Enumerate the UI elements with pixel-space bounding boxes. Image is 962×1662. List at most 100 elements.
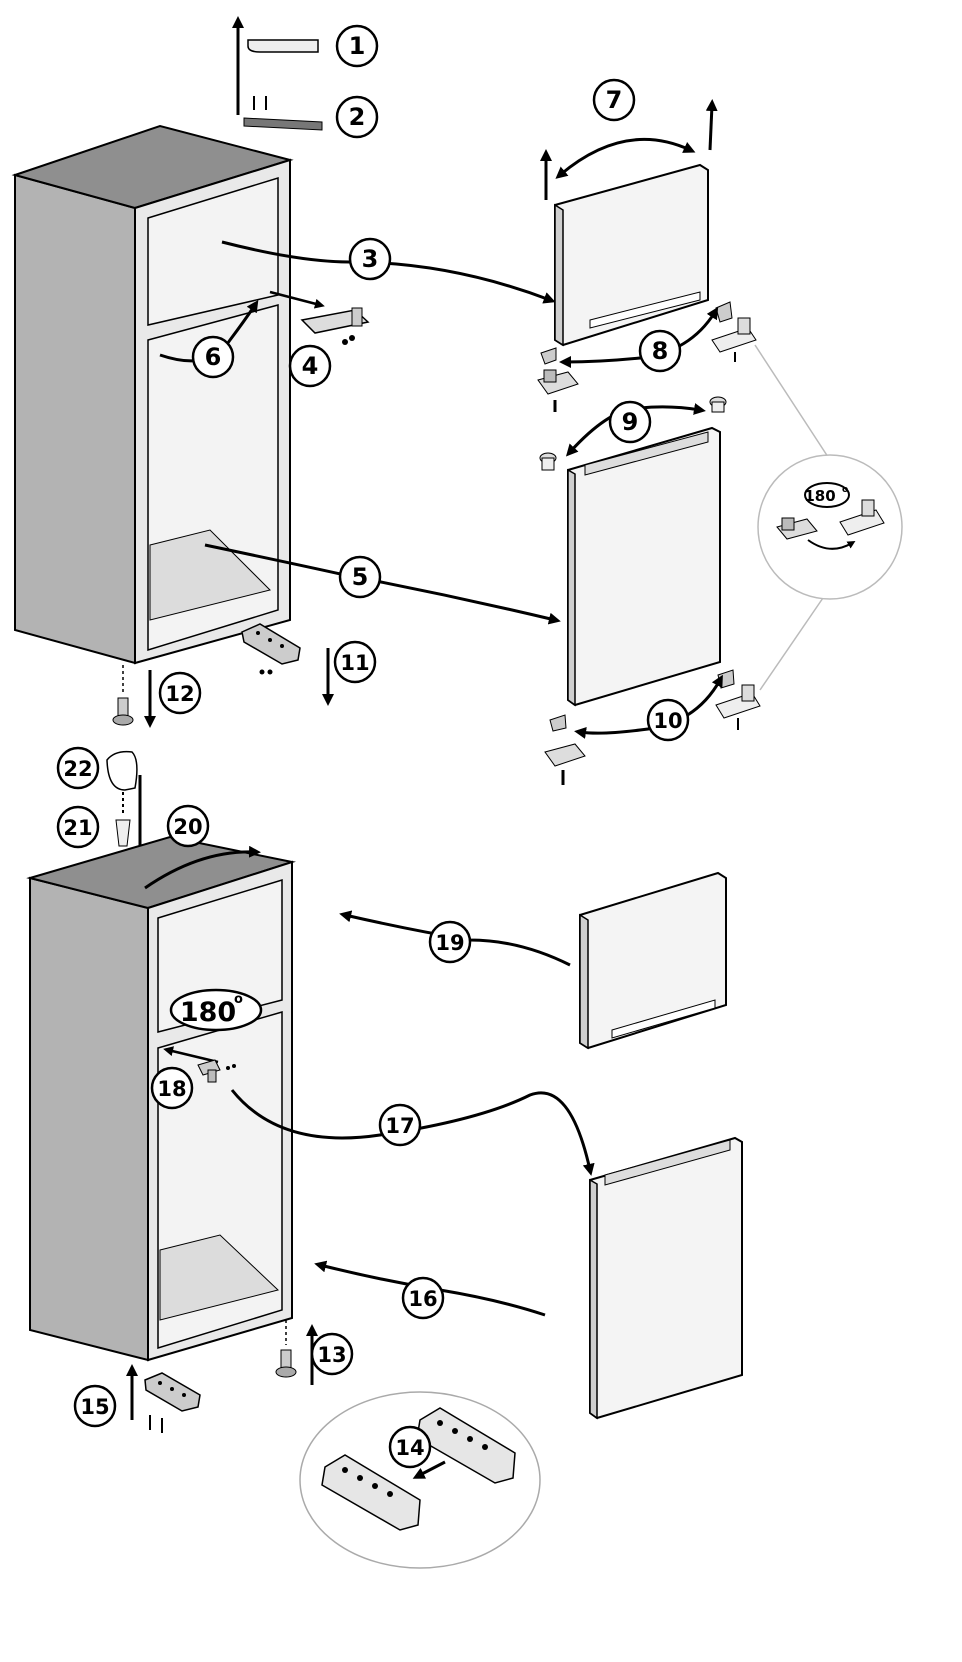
callout-circle	[592, 78, 636, 122]
callout-label: 22	[63, 757, 92, 781]
upper-fridge-side	[14, 173, 136, 665]
arrow-6	[159, 300, 259, 363]
lower-fridge-shelf	[159, 1234, 280, 1321]
callout-circle	[338, 555, 382, 599]
callout-18: 18	[150, 1066, 194, 1110]
callout-label: 13	[317, 1343, 346, 1367]
callout-circle	[288, 344, 332, 388]
callout-label: 2	[349, 103, 366, 131]
callout-circle	[73, 1384, 117, 1428]
callout-3: 3	[348, 237, 392, 281]
callout-circle	[56, 746, 100, 790]
door-stop-parts-8	[537, 301, 757, 412]
rotation-degree-lower: o	[234, 992, 243, 1007]
arrow-20	[144, 845, 261, 890]
callout-circle	[428, 920, 472, 964]
middle-hinge-lower	[197, 1059, 236, 1083]
freezer-door-upper	[554, 163, 709, 347]
callout-21: 21	[56, 805, 100, 849]
arrow-7-swap	[555, 137, 696, 179]
rotation-badge-lower	[169, 988, 263, 1032]
callout-22: 22	[56, 746, 100, 790]
freezer-door-lower	[579, 871, 727, 1050]
callout-label: 17	[385, 1114, 414, 1138]
callout-circle	[388, 1425, 432, 1469]
callout-7: 7	[592, 78, 636, 122]
fridge-door-upper	[567, 426, 721, 707]
callout-circle	[333, 640, 377, 684]
callout-16: 16	[401, 1276, 445, 1320]
callout-label: 19	[435, 931, 464, 955]
callout-label: 18	[157, 1077, 186, 1101]
callout-label: 10	[653, 709, 682, 733]
rotation-label-lower: 180	[180, 997, 236, 1028]
callout-label: 6	[205, 343, 222, 371]
callout-10: 10	[646, 698, 690, 742]
callout-circle	[335, 95, 379, 139]
arrow-17	[230, 1089, 595, 1176]
callout-circle	[646, 698, 690, 742]
callout-circle	[401, 1276, 445, 1320]
callout-circle	[608, 400, 652, 444]
hinge-detail-14	[299, 1391, 541, 1569]
callout-circle	[166, 804, 210, 848]
callout-label: 1	[349, 32, 366, 60]
callout-circle	[310, 1332, 354, 1376]
callout-label: 12	[165, 682, 194, 706]
upper-fridge-shelf	[149, 529, 271, 621]
callout-circle	[56, 805, 100, 849]
callout-circle	[191, 335, 235, 379]
callout-1: 1	[335, 24, 379, 68]
door-caps-9	[539, 396, 727, 471]
callout-circle	[335, 24, 379, 68]
callout-4: 4	[288, 344, 332, 388]
bottom-hinge-part-upper	[241, 623, 301, 675]
arrow-7-right-up	[705, 99, 718, 151]
callout-label: 20	[173, 815, 202, 839]
callout-13: 13	[310, 1332, 354, 1376]
callout-circle	[638, 329, 682, 373]
callout-2: 2	[335, 95, 379, 139]
rotation-degree-upper: o	[842, 485, 848, 495]
callout-17: 17	[378, 1103, 422, 1147]
top-cover-part	[247, 39, 319, 53]
callout-9: 9	[608, 400, 652, 444]
callout-20: 20	[166, 804, 210, 848]
hinge-cover-part	[243, 96, 323, 131]
callout-11: 11	[333, 640, 377, 684]
arrow-18	[163, 1046, 219, 1064]
lower-fridge-side	[29, 876, 149, 1362]
callout-circle	[348, 237, 392, 281]
rotation-label-upper: 180	[804, 487, 835, 505]
door-stop-parts-10	[544, 669, 761, 785]
callout-label: 16	[408, 1287, 437, 1311]
callout-14: 14	[388, 1425, 432, 1469]
callout-label: 15	[80, 1395, 109, 1419]
rotation-detail-upper	[754, 344, 903, 691]
callout-label: 11	[340, 651, 369, 675]
arrow-10	[574, 674, 723, 739]
callout-8: 8	[638, 329, 682, 373]
callout-6: 6	[191, 335, 235, 379]
callout-circle	[378, 1103, 422, 1147]
bottom-hinge-lower	[144, 1372, 201, 1433]
callout-5: 5	[338, 555, 382, 599]
callout-15: 15	[73, 1384, 117, 1428]
callout-label: 8	[652, 337, 669, 365]
adjustable-foot-lower	[275, 1320, 297, 1378]
screwdriver-tool	[106, 750, 138, 847]
callout-label: 3	[362, 245, 379, 273]
callout-label: 5	[352, 563, 369, 591]
arrow-4	[269, 290, 325, 309]
callout-label: 9	[622, 408, 639, 436]
fridge-door-lower	[589, 1136, 743, 1420]
callout-label: 21	[63, 816, 92, 840]
upper-fridge	[11, 124, 294, 665]
callout-label: 14	[395, 1436, 424, 1460]
callout-19: 19	[428, 920, 472, 964]
callout-circle	[158, 671, 202, 715]
callout-circle	[150, 1066, 194, 1110]
callout-label: 4	[302, 352, 319, 380]
